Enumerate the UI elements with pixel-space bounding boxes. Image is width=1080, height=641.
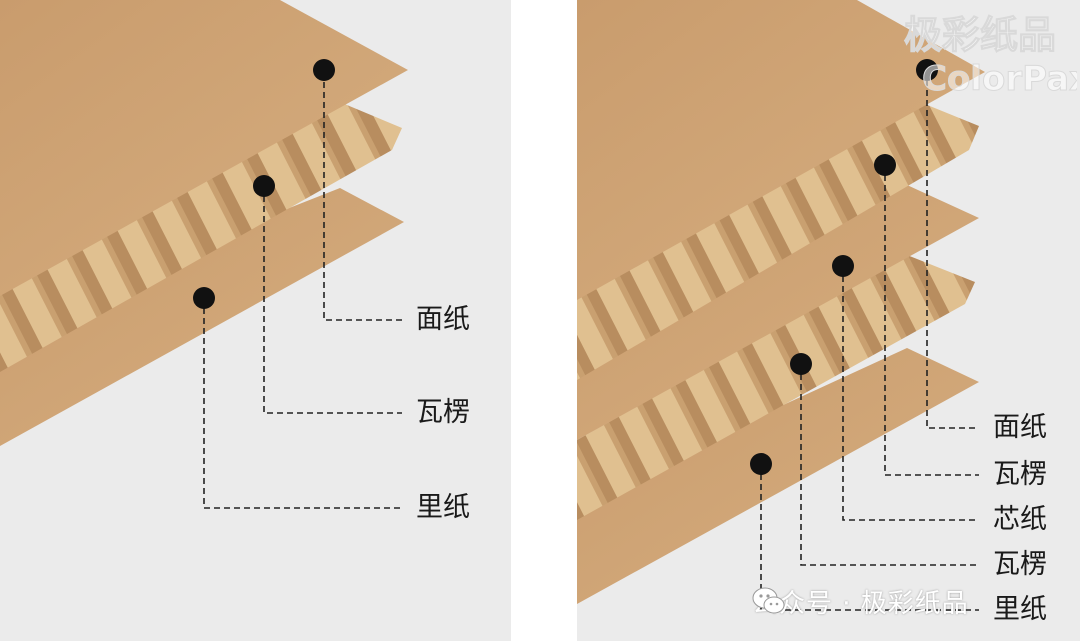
watermark-brand-cn: 极彩纸品 — [904, 13, 1056, 57]
marker-liner — [193, 287, 215, 309]
marker-upper-flute — [874, 154, 896, 176]
label-liner-paper: 里纸 — [416, 492, 470, 523]
leader-face — [323, 72, 402, 321]
leader-liner — [760, 464, 979, 611]
inner-liner-sheet — [577, 348, 979, 604]
leader-face — [926, 70, 979, 429]
flute-layer — [0, 100, 402, 372]
label-flute: 瓦楞 — [416, 397, 470, 428]
leader-lower-flute — [800, 364, 979, 566]
marker-lower-flute — [790, 353, 812, 375]
marker-liner — [750, 453, 772, 475]
marker-flute — [253, 175, 275, 197]
wechat-footer: 公众号 · 极彩纸品 — [752, 586, 969, 619]
label-lower-flute: 瓦楞 — [993, 549, 1047, 580]
label-face-paper: 面纸 — [416, 304, 470, 335]
face-sheet — [577, 0, 985, 300]
label-face-paper: 面纸 — [993, 412, 1047, 443]
single-wall-illustration — [0, 0, 408, 509]
footer-text: 公众号 · 极彩纸品 — [752, 588, 969, 619]
wechat-icon — [752, 587, 785, 614]
lower-flute-layer — [577, 255, 975, 520]
label-liner-paper: 里纸 — [993, 594, 1047, 625]
marker-face — [916, 59, 938, 81]
brand-watermark-logo: 极彩纸品 ColorPax — [904, 13, 1078, 99]
face-sheet — [0, 0, 408, 296]
label-core-paper: 芯纸 — [993, 504, 1047, 535]
leader-upper-flute — [884, 165, 979, 476]
label-upper-flute: 瓦楞 — [993, 459, 1047, 490]
leader-flute — [263, 186, 402, 414]
double-wall-illustration — [577, 0, 985, 611]
single-wall-diagram: 面纸 瓦楞 里纸 — [0, 0, 511, 641]
marker-core — [832, 255, 854, 277]
double-wall-diagram: 极彩纸品 ColorPax 面纸 瓦楞 芯纸 瓦楞 里纸 公众号 · 极彩纸品 — [577, 0, 1080, 641]
leader-liner — [203, 298, 402, 509]
watermark-brand-en: ColorPax — [922, 59, 1077, 98]
inner-liner-sheet — [0, 188, 404, 446]
marker-face — [313, 59, 335, 81]
core-sheet — [577, 185, 979, 440]
leader-core — [842, 266, 979, 521]
